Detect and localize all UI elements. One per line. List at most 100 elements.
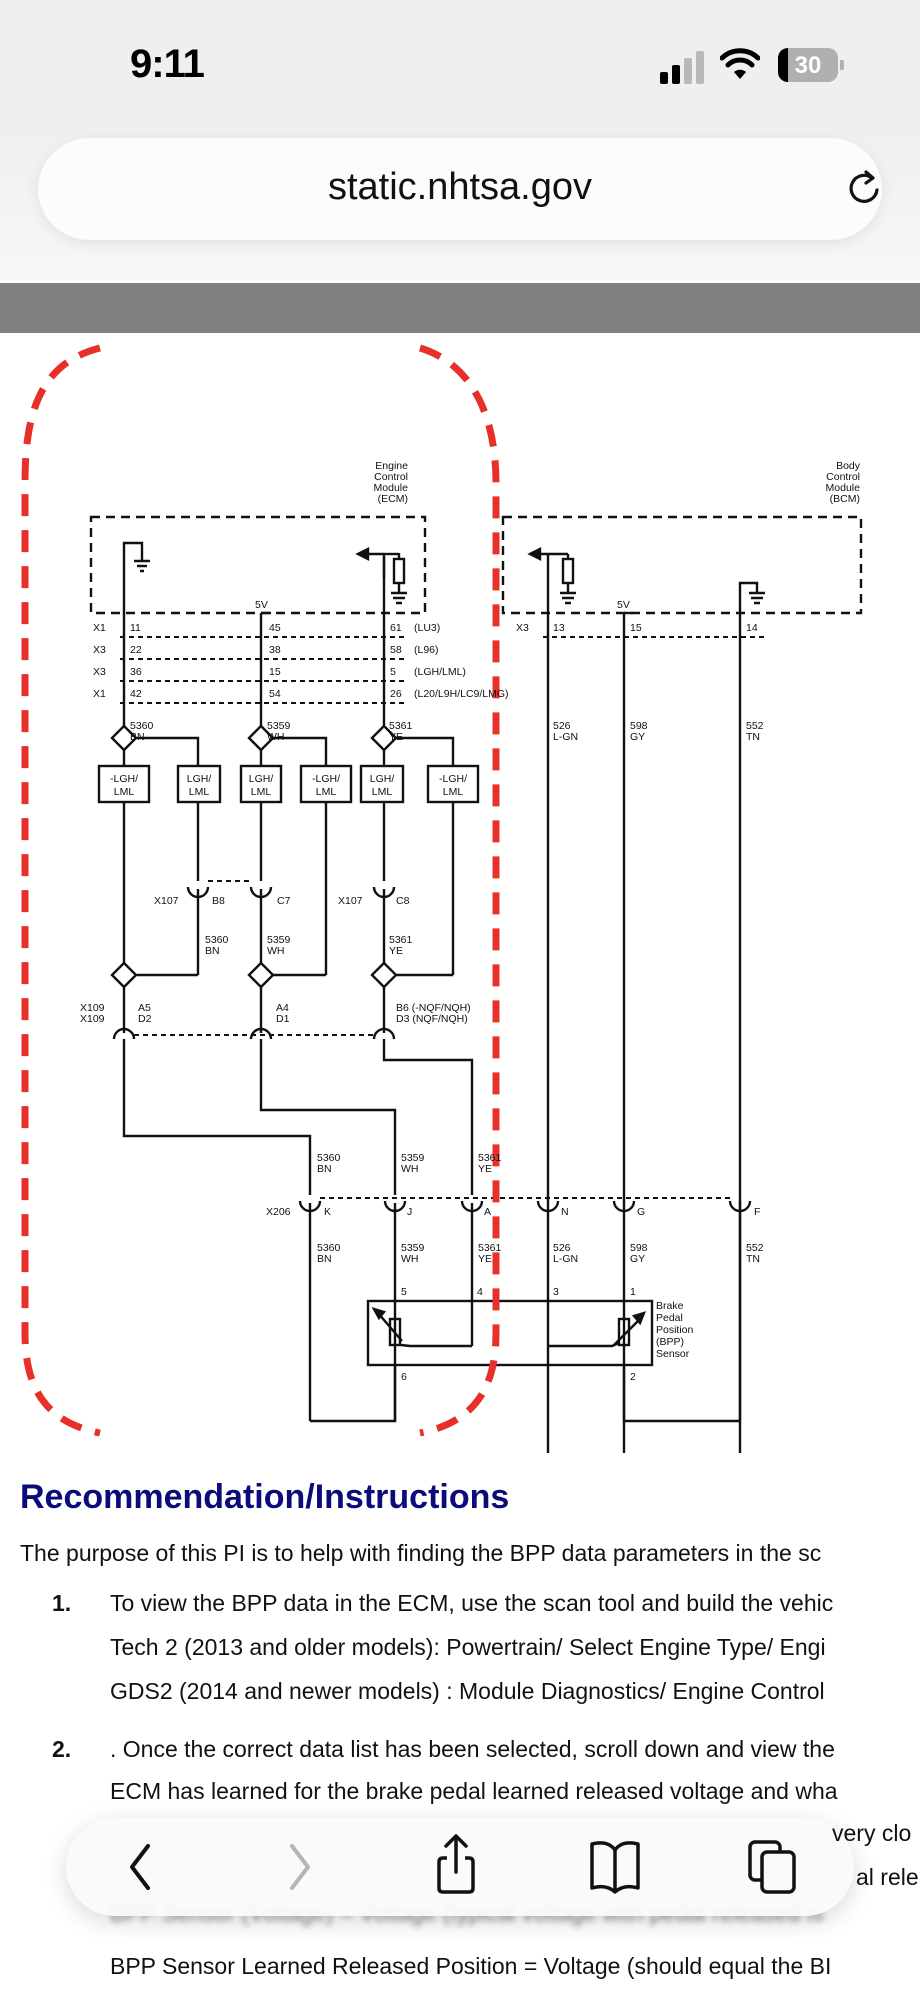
wifi-icon <box>719 46 761 82</box>
bpp-sensor-box <box>366 1299 654 1367</box>
x109-label: X109 <box>80 1002 105 1014</box>
bcm-connector: X3 <box>516 622 529 634</box>
back-button[interactable] <box>104 1830 174 1904</box>
ecm-label-3: Module <box>374 482 409 494</box>
x206-pin: N <box>561 1206 569 1218</box>
ecm-pin: 5 <box>390 666 396 678</box>
ecm-pin: 42 <box>130 688 142 700</box>
circuit-5360-color: BN <box>130 731 145 743</box>
circuit-5360: 5360 <box>317 1242 341 1254</box>
circuit-552: 552 <box>746 1242 764 1254</box>
bookmarks-button[interactable] <box>580 1830 650 1904</box>
share-button[interactable] <box>421 1828 491 1902</box>
step-line: GDS2 (2014 and newer models) : Module Di… <box>110 1678 825 1704</box>
circuit-5361: 5361 <box>389 934 413 946</box>
option-box-label: -LGH/ <box>312 773 340 785</box>
circuit-5360-color: BN <box>205 945 220 957</box>
x109-pin: B6 (-NQF/NQH) <box>396 1002 471 1014</box>
step-line: BPP Sensor Learned Released Position = V… <box>110 1953 832 1979</box>
reload-icon[interactable] <box>844 168 886 210</box>
bcm-box <box>501 515 863 615</box>
bcm-label-1: Body <box>836 460 861 472</box>
bcm-label-2: Control <box>826 471 860 483</box>
ecm-variant: (L96) <box>414 644 439 656</box>
circuit-598-color: GY <box>630 1253 645 1265</box>
ecm-pin: 54 <box>269 688 281 700</box>
circuit-5361-color: YE <box>478 1163 492 1175</box>
circuit-526-color: L-GN <box>553 1253 578 1265</box>
sensor-pin: 3 <box>553 1286 559 1298</box>
sensor-label: Brake <box>656 1300 684 1312</box>
circuit-5359-color: WH <box>401 1163 419 1175</box>
url-text[interactable]: static.nhtsa.gov <box>327 166 593 208</box>
circuit-598: 598 <box>630 1242 648 1254</box>
x107-pin: B8 <box>212 895 225 907</box>
forward-button[interactable] <box>266 1830 336 1904</box>
x206-pin: K <box>324 1206 331 1218</box>
x206-pin: J <box>407 1206 412 1218</box>
x107-pin: C8 <box>396 895 410 907</box>
option-box-label: LML <box>251 786 272 798</box>
sensor-pin: 4 <box>477 1286 483 1298</box>
intro-paragraph: The purpose of this PI is to help with f… <box>20 1540 822 1566</box>
circuit-5361: 5361 <box>478 1242 502 1254</box>
ecm-connector: X1 <box>93 622 106 634</box>
circuit-5359-color: WH <box>267 945 285 957</box>
ecm-connector: X3 <box>93 644 106 656</box>
sensor-label: Pedal <box>656 1312 683 1324</box>
status-time: 9:11 <box>130 42 205 86</box>
circuit-5360-color: BN <box>317 1253 332 1265</box>
section-heading: Recommendation/Instructions <box>20 1478 510 1516</box>
circuit-552-color: TN <box>746 731 760 743</box>
tabs-button[interactable] <box>738 1830 808 1904</box>
option-box-label: LML <box>443 786 464 798</box>
ecm-connector: X3 <box>93 666 106 678</box>
circuit-5359: 5359 <box>267 934 291 946</box>
x109-pin: D2 <box>138 1013 152 1025</box>
status-bar: 9:11 30 <box>0 0 920 130</box>
x109-pin: A5 <box>138 1002 151 1014</box>
sensor-pin: 2 <box>630 1371 636 1383</box>
step-line: Tech 2 (2013 and older models): Powertra… <box>110 1634 826 1660</box>
step-number: 2. <box>52 1736 72 1762</box>
circuit-598-color: GY <box>630 731 645 743</box>
chevron-right-icon <box>290 1844 310 1890</box>
step-line: . Once the correct data list has been se… <box>110 1736 835 1762</box>
bcm-pin: 14 <box>746 622 758 634</box>
circuit-5360: 5360 <box>130 720 154 732</box>
circuit-5361: 5361 <box>389 720 413 732</box>
step-line-peek: very clo <box>832 1820 912 1846</box>
circuit-5359: 5359 <box>267 720 291 732</box>
cellular-signal-icon <box>660 50 706 84</box>
step-line-peek: al rele <box>856 1864 919 1890</box>
sensor-label: Position <box>656 1324 694 1336</box>
ecm-pin: 38 <box>269 644 281 656</box>
circuit-5360: 5360 <box>205 934 229 946</box>
step-line: ECM has learned for the brake pedal lear… <box>110 1778 838 1804</box>
wiring-diagram: Engine Control Module (ECM) Body Control… <box>21 344 863 1453</box>
circuit-5359-color: WH <box>267 731 285 743</box>
five-v-bcm: 5V <box>617 599 630 611</box>
ecm-label-4: (ECM) <box>378 493 408 505</box>
circuit-5361-color: YE <box>389 945 403 957</box>
option-box-label: -LGH/ <box>439 773 467 785</box>
battery-icon: 30 <box>778 48 838 82</box>
x107-label: X107 <box>338 895 363 907</box>
ecm-pin: 22 <box>130 644 142 656</box>
option-box-label: LGH/ <box>370 773 395 785</box>
address-bar[interactable]: static.nhtsa.gov <box>38 138 882 240</box>
circuit-5361: 5361 <box>478 1152 502 1164</box>
browser-toolbar <box>66 1818 854 1916</box>
ecm-pin: 61 <box>390 622 402 634</box>
ecm-pin: 26 <box>390 688 402 700</box>
five-v-ecm: 5V <box>255 599 268 611</box>
chevron-left-icon <box>130 1844 150 1890</box>
highlight-left <box>21 344 101 1437</box>
circuit-526-color: L-GN <box>553 731 578 743</box>
step-line: To view the BPP data in the ECM, use the… <box>110 1590 834 1616</box>
tabs-icon <box>748 1840 796 1894</box>
option-box-label: LML <box>372 786 393 798</box>
page-header-bar <box>0 283 920 333</box>
x109-pin: D1 <box>276 1013 290 1025</box>
x206-pin: F <box>754 1206 760 1218</box>
